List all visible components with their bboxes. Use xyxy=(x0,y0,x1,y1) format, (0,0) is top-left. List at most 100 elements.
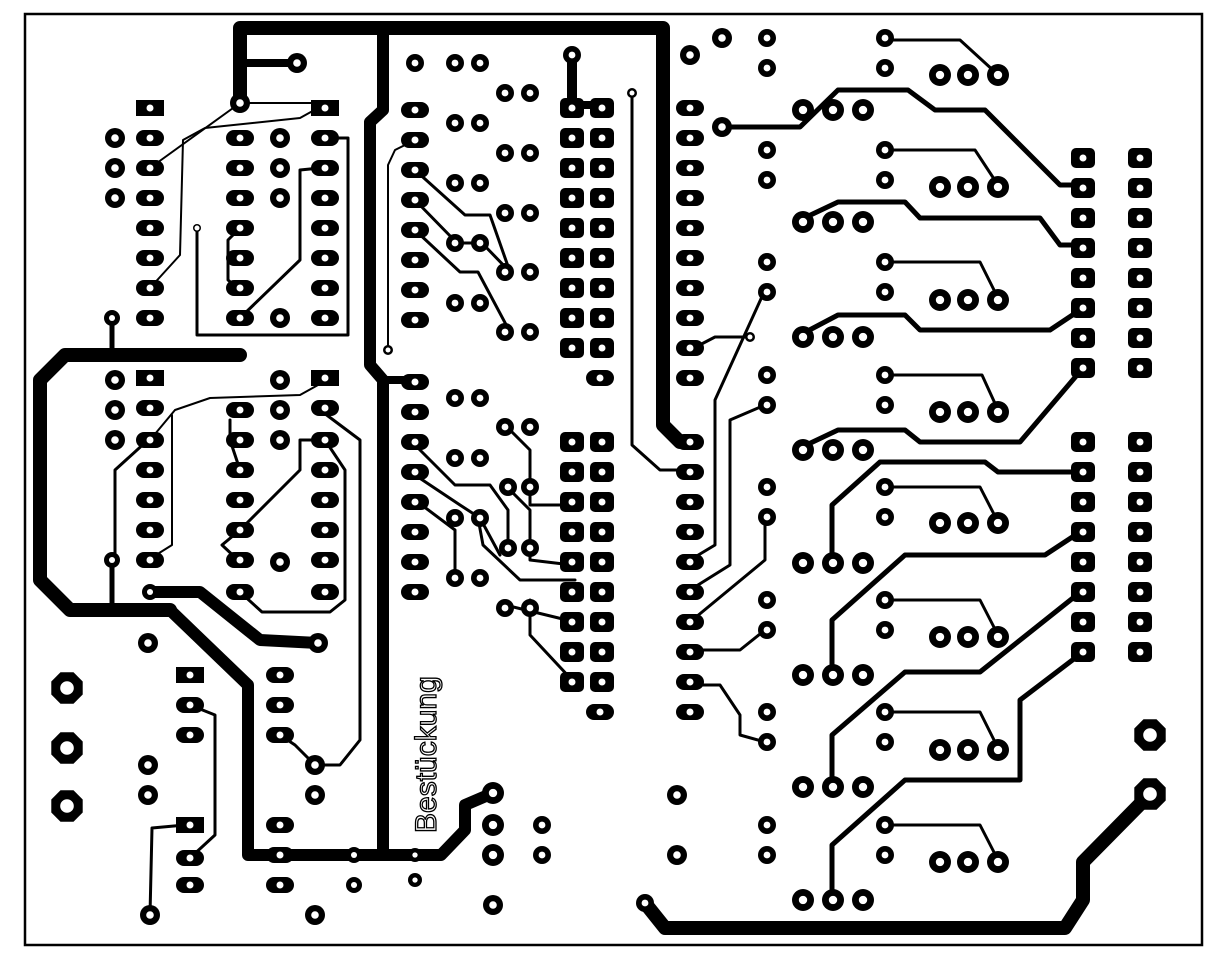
drill-hole xyxy=(798,105,808,115)
drill-hole xyxy=(718,34,726,42)
drill-hole xyxy=(111,376,119,384)
drill-hole xyxy=(451,59,459,67)
drill-hole xyxy=(1079,274,1087,282)
drill-hole xyxy=(763,821,771,829)
drill-hole xyxy=(598,284,606,292)
drill-hole xyxy=(411,588,419,596)
trace xyxy=(883,823,1000,862)
drill-hole xyxy=(686,284,694,292)
drill-hole xyxy=(321,526,329,534)
drill-hole xyxy=(146,224,154,232)
trace xyxy=(233,21,701,449)
drill-hole xyxy=(321,134,329,142)
drill-hole xyxy=(881,738,889,746)
drill-hole xyxy=(568,678,576,686)
drill-hole xyxy=(111,134,119,142)
drill-hole xyxy=(963,745,973,755)
drill-hole xyxy=(935,632,945,642)
trace xyxy=(188,703,217,860)
drill-hole xyxy=(935,857,945,867)
drill-hole xyxy=(144,761,152,769)
drill-hole xyxy=(718,123,726,131)
drill-hole xyxy=(828,895,838,905)
drill-hole xyxy=(111,164,119,172)
trace xyxy=(688,628,767,652)
drill-hole xyxy=(276,376,284,384)
drill-hole xyxy=(321,254,329,262)
drill-hole xyxy=(598,438,606,446)
drill-hole xyxy=(236,224,244,232)
drill-hole xyxy=(276,406,284,414)
drill-hole xyxy=(276,671,284,679)
drill-hole xyxy=(236,284,244,292)
drill-hole xyxy=(526,604,534,612)
drill-hole xyxy=(476,574,484,582)
drill-hole xyxy=(881,483,889,491)
drill-hole xyxy=(411,528,419,536)
drill-hole xyxy=(596,374,604,382)
trace xyxy=(688,513,767,624)
drill-hole xyxy=(568,344,576,352)
drill-hole xyxy=(686,314,694,322)
drill-hole xyxy=(641,899,649,907)
trace xyxy=(829,459,1086,563)
trace xyxy=(883,38,997,74)
drill-hole xyxy=(186,881,194,889)
drill-hole xyxy=(598,194,606,202)
drill-hole xyxy=(686,588,694,596)
drill-hole xyxy=(236,99,244,107)
drill-hole xyxy=(236,134,244,142)
drill-hole xyxy=(596,708,604,716)
drill-hole xyxy=(146,194,154,202)
drill-hole xyxy=(60,799,74,813)
drill-hole xyxy=(476,394,484,402)
trace xyxy=(413,168,512,274)
trace xyxy=(630,91,692,472)
drill-hole xyxy=(476,239,484,247)
drill-hole xyxy=(568,468,576,476)
drill-hole xyxy=(686,164,694,172)
trace xyxy=(149,384,319,441)
drill-hole xyxy=(451,299,459,307)
trace xyxy=(149,107,319,289)
drill-hole xyxy=(1079,558,1087,566)
drill-hole xyxy=(1136,468,1144,476)
drill-hole xyxy=(60,681,74,695)
drill-hole xyxy=(1143,787,1157,801)
drill-hole xyxy=(538,851,546,859)
drill-hole xyxy=(194,225,200,231)
drill-hole xyxy=(1136,558,1144,566)
drill-hole xyxy=(686,498,694,506)
drill-hole xyxy=(935,407,945,417)
drill-hole xyxy=(501,423,509,431)
drill-hole xyxy=(828,782,838,792)
drill-hole xyxy=(451,454,459,462)
drill-hole xyxy=(1079,244,1087,252)
drill-hole xyxy=(1136,588,1144,596)
drill-hole xyxy=(568,558,576,566)
trace xyxy=(883,260,1000,300)
drill-hole xyxy=(568,314,576,322)
drill-hole xyxy=(763,596,771,604)
drill-hole xyxy=(686,618,694,626)
drill-hole xyxy=(568,134,576,142)
trace xyxy=(413,198,512,274)
trace xyxy=(413,228,512,334)
drill-hole xyxy=(1136,214,1144,222)
drill-hole xyxy=(411,196,419,204)
drill-hole xyxy=(858,782,868,792)
drill-hole xyxy=(501,268,509,276)
drill-hole xyxy=(1079,498,1087,506)
drill-hole xyxy=(411,408,419,416)
drill-hole xyxy=(476,514,484,522)
drill-hole xyxy=(568,438,576,446)
drill-hole xyxy=(568,224,576,232)
drill-hole xyxy=(1136,364,1144,372)
drill-hole xyxy=(763,738,771,746)
drill-hole xyxy=(321,314,329,322)
drill-hole xyxy=(686,104,694,112)
drill-hole xyxy=(186,821,194,829)
drill-hole xyxy=(1079,648,1087,656)
trace xyxy=(413,498,457,577)
drill-hole xyxy=(146,496,154,504)
